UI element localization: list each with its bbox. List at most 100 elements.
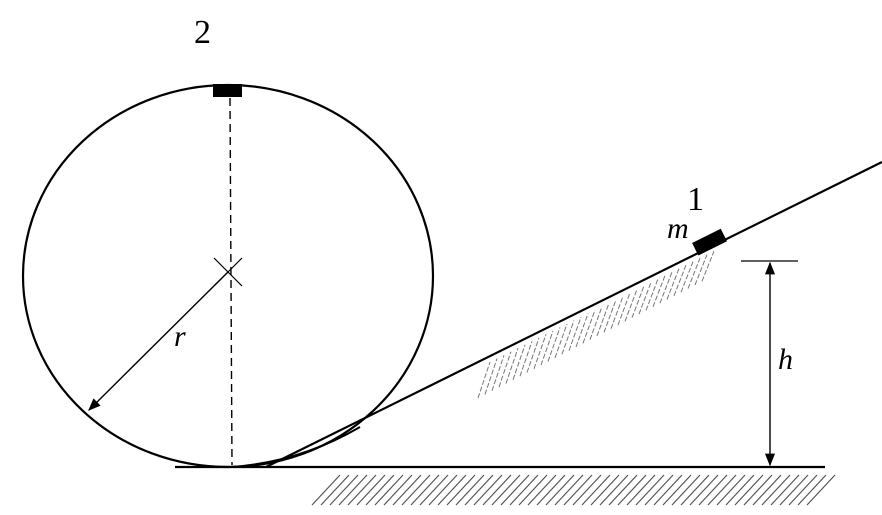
block-at-top xyxy=(213,84,242,97)
hatch-line xyxy=(770,474,800,506)
hatch-line xyxy=(518,474,548,506)
hatch-line xyxy=(437,474,467,506)
hatch-line xyxy=(563,474,593,506)
hatch-line xyxy=(626,474,656,506)
hatch-line xyxy=(653,474,683,506)
hatch-line xyxy=(673,264,687,297)
hatch-line xyxy=(603,299,617,333)
label-radius: r xyxy=(174,320,186,353)
hatch-line xyxy=(581,474,611,506)
label-point-2: 2 xyxy=(194,14,211,51)
hatch-line xyxy=(527,474,557,506)
label-point-1: 1 xyxy=(687,181,704,218)
hatch-line xyxy=(498,351,512,388)
hatch-line xyxy=(582,309,596,344)
hatch-line xyxy=(392,474,422,506)
hatch-line xyxy=(631,285,645,318)
hatch-line xyxy=(694,254,708,286)
hatch-line xyxy=(568,316,582,351)
hatch-line xyxy=(752,474,782,506)
hatch-line xyxy=(356,474,386,506)
hatch-line xyxy=(617,474,647,506)
circular-loop xyxy=(21,83,435,469)
incline-hatching xyxy=(477,250,715,399)
hatch-line xyxy=(554,474,584,506)
hatch-line xyxy=(652,275,666,307)
hatch-line xyxy=(519,341,533,377)
radius-arrow xyxy=(88,271,229,411)
hatch-line xyxy=(701,250,715,282)
hatch-line xyxy=(608,474,638,506)
hatch-line xyxy=(666,268,680,300)
hatch-line xyxy=(761,474,791,506)
hatch-line xyxy=(419,474,449,506)
hatch-line xyxy=(455,474,485,506)
hatch-line xyxy=(428,474,458,506)
hatch-line xyxy=(464,474,494,506)
loop-entry-curve xyxy=(231,426,361,468)
hatch-line xyxy=(561,320,575,355)
hatch-line xyxy=(589,306,603,340)
hatch-line xyxy=(410,474,440,506)
hatch-line xyxy=(365,474,395,506)
hatch-line xyxy=(572,474,602,506)
hatch-line xyxy=(590,474,620,506)
hatch-line xyxy=(689,474,719,506)
ground-hatching xyxy=(311,474,836,506)
hatch-line xyxy=(635,474,665,506)
hatch-line xyxy=(500,474,530,506)
hatch-line xyxy=(644,474,674,506)
hatch-line xyxy=(491,354,505,391)
hatch-line xyxy=(659,271,673,304)
hatch-line xyxy=(716,474,746,506)
hatch-line xyxy=(482,474,512,506)
hatch-line xyxy=(779,474,809,506)
hatch-line xyxy=(536,474,566,506)
hatch-line xyxy=(734,474,764,506)
hatch-line xyxy=(374,474,404,506)
hatch-line xyxy=(545,474,575,506)
hatch-line xyxy=(687,257,701,289)
hatch-line xyxy=(743,474,773,506)
hatch-line xyxy=(533,334,547,370)
hatch-line xyxy=(540,330,554,366)
label-height: h xyxy=(778,343,793,376)
hatch-line xyxy=(446,474,476,506)
hatch-line xyxy=(596,302,610,337)
hatch-line xyxy=(547,327,561,362)
hatch-line xyxy=(797,474,827,506)
hatch-line xyxy=(575,313,589,348)
vertical-diameter-dashed xyxy=(229,97,233,466)
incline-track xyxy=(265,161,882,468)
hatch-line xyxy=(338,474,368,506)
hatch-line xyxy=(329,474,359,506)
hatch-line xyxy=(311,474,341,506)
hatch-line xyxy=(383,474,413,506)
hatch-line xyxy=(671,474,701,506)
hatch-line xyxy=(617,292,631,326)
hatch-line xyxy=(624,289,638,322)
hatch-line xyxy=(484,358,498,395)
block-m-on-incline xyxy=(692,228,727,256)
hatch-line xyxy=(505,348,519,384)
hatch-line xyxy=(554,323,568,359)
hatch-line xyxy=(491,474,521,506)
hatch-line xyxy=(788,474,818,506)
hatch-line xyxy=(806,474,836,506)
hatch-line xyxy=(401,474,431,506)
hatch-line xyxy=(698,474,728,506)
hatch-line xyxy=(645,278,659,311)
hatch-line xyxy=(610,296,624,329)
hatch-line xyxy=(509,474,539,506)
hatch-line xyxy=(526,337,540,373)
hatch-line xyxy=(599,474,629,506)
hatch-line xyxy=(725,474,755,506)
hatch-line xyxy=(707,474,737,506)
hatch-line xyxy=(512,344,526,380)
hatch-line xyxy=(320,474,350,506)
hatch-line xyxy=(347,474,377,506)
hatch-line xyxy=(662,474,692,506)
hatch-line xyxy=(680,261,694,293)
